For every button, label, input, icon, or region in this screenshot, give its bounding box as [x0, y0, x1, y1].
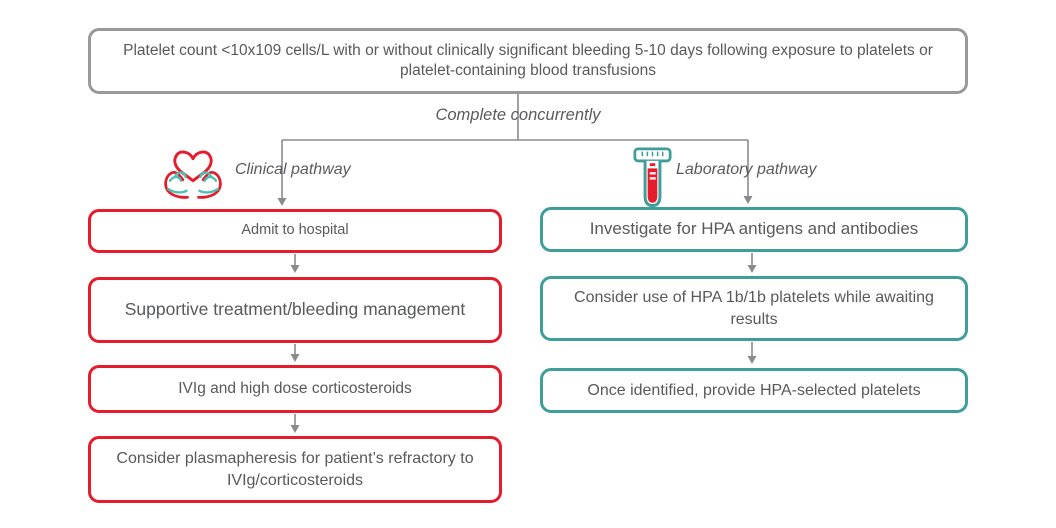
laboratory-step-selected-platelets: Once identified, provide HPA-selected pl…	[540, 368, 968, 413]
clinical-step-supportive: Supportive treatment/bleeding management	[88, 277, 502, 343]
blood-test-tube-icon	[632, 147, 673, 217]
clinical-step-admit: Admit to hospital	[88, 209, 502, 253]
concurrent-label: Complete concurrently	[435, 106, 601, 124]
criteria-box: Platelet count <10x109 cells/L with or w…	[88, 28, 968, 94]
clinical-pathway-label: Clinical pathway	[235, 161, 351, 178]
clinical-step-ivig: IVIg and high dose corticosteroids	[88, 365, 502, 413]
laboratory-step-investigate: Investigate for HPA antigens and antibod…	[540, 207, 968, 252]
heart-in-hands-icon	[156, 143, 230, 205]
criteria-text: Platelet count <10x109 cells/L with or w…	[123, 41, 933, 79]
laboratory-pathway-label: Laboratory pathway	[676, 161, 817, 178]
clinical-step-plasmapheresis: Consider plasmapheresis for patient’s re…	[88, 436, 502, 503]
laboratory-step-hpa1b: Consider use of HPA 1b/1b platelets whil…	[540, 276, 968, 341]
